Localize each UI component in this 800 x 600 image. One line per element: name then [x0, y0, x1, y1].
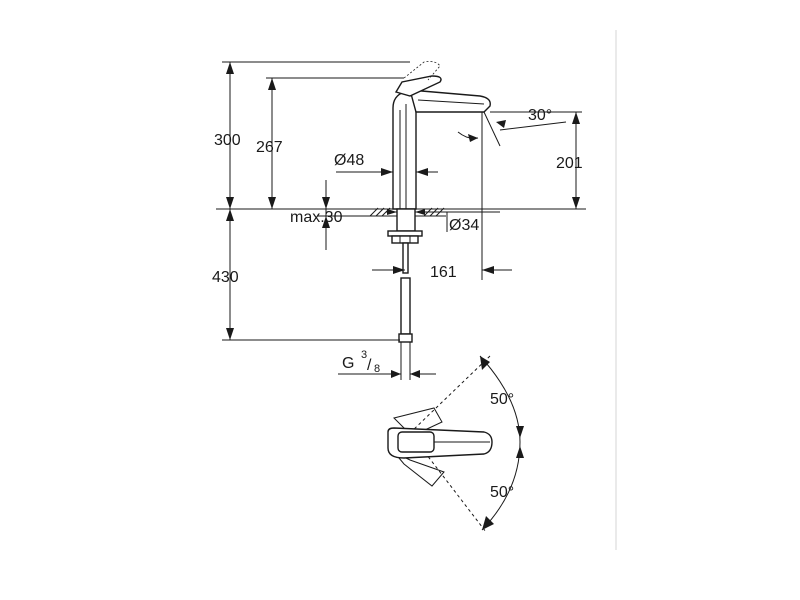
mounting-nut-lower: [391, 235, 419, 244]
dim-spout-height: 267: [256, 139, 283, 156]
supply-hose-nut: [398, 333, 413, 343]
dim-below-deck: 430: [212, 269, 239, 286]
faucet-handle: [394, 75, 442, 97]
swivel-position-right: [393, 451, 445, 487]
dim-connection-prefix: G: [342, 355, 354, 372]
supply-hose: [400, 277, 411, 335]
dim-spout-projection-height: 201: [556, 155, 583, 172]
dim-spout-reach: 161: [430, 264, 457, 281]
dim-hole-diameter: Ø34: [449, 217, 479, 234]
swivel-angle-top: 50°: [490, 391, 514, 408]
dim-connection-denominator: 8: [374, 363, 380, 375]
top-view: 50° 50°: [387, 355, 524, 533]
side-view: 300 267 430 201 Ø48 max.30: [212, 61, 586, 380]
faucet-spout: [409, 89, 491, 113]
supply-pipe-top: [402, 242, 409, 274]
dim-deck-thickness: max.30: [290, 209, 343, 226]
dim-total-height: 300: [214, 132, 241, 149]
dim-spout-angle: 30°: [528, 107, 552, 124]
mounting-shank: [396, 208, 416, 232]
faucet-column: [392, 89, 417, 210]
dim-base-diameter: Ø48: [334, 152, 364, 169]
handle-open-outline: [403, 61, 441, 81]
dim-connection-slash: /: [367, 357, 372, 374]
mounting-nut: [387, 230, 423, 237]
swivel-angle-bottom: 50°: [490, 484, 514, 501]
dim-connection-numerator: 3: [361, 349, 367, 361]
handle-top-view: [397, 431, 435, 453]
